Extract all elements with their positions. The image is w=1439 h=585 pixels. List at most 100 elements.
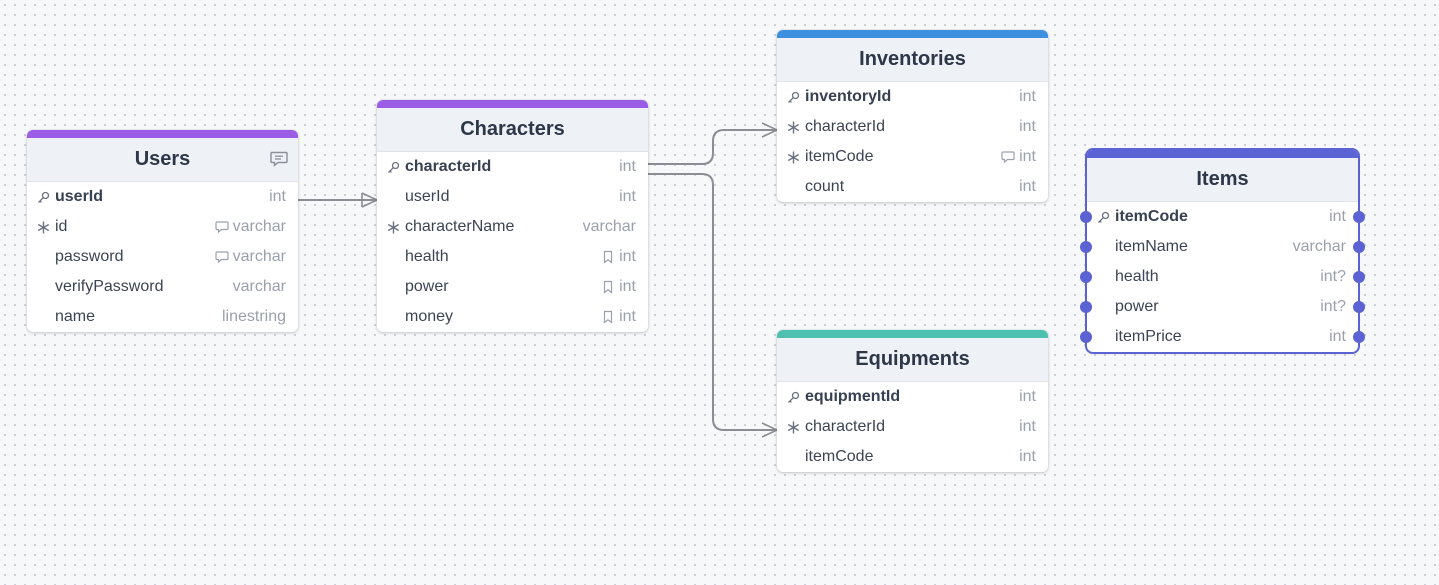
field-type: int — [619, 188, 636, 205]
snowflake-icon — [787, 142, 805, 172]
field-type: int? — [1320, 298, 1346, 315]
field-type: int — [1019, 88, 1036, 105]
table-users[interactable]: Users userId int id varchar password — [27, 130, 298, 332]
field-name: equipmentId — [805, 388, 901, 405]
field-name: itemName — [1115, 238, 1188, 255]
table-title: Inventories — [859, 48, 966, 70]
connection-handle[interactable] — [1080, 271, 1092, 283]
connection-handle[interactable] — [1080, 331, 1092, 343]
connection-handle[interactable] — [1353, 271, 1365, 283]
field-type: linestring — [221, 308, 286, 325]
field-row[interactable]: itemCode int — [777, 142, 1048, 172]
field-row[interactable]: characterName varchar — [377, 212, 648, 242]
field-name: itemCode — [805, 148, 874, 165]
field-name: characterId — [805, 418, 886, 435]
table-title: Characters — [460, 118, 565, 140]
field-type: int? — [1320, 268, 1346, 285]
field-row[interactable]: count int — [777, 172, 1048, 202]
field-type: int — [1019, 418, 1036, 435]
table-items[interactable]: Items itemCode int itemName varchar heal… — [1080, 150, 1365, 352]
field-name: itemPrice — [1115, 328, 1182, 345]
field-type: int — [1329, 208, 1346, 225]
key-icon — [787, 82, 805, 112]
field-row[interactable]: power int? — [1080, 292, 1365, 322]
field-row[interactable]: id varchar — [27, 212, 298, 242]
table-equipments[interactable]: Equipments equipmentId int characterId i… — [777, 330, 1048, 472]
field-type: int — [619, 158, 636, 175]
field-row[interactable]: inventoryId int — [777, 82, 1048, 112]
connection-handle[interactable] — [1080, 241, 1092, 253]
snowflake-icon — [387, 212, 405, 242]
field-name: power — [1115, 298, 1159, 315]
key-icon — [387, 152, 405, 182]
connection-handle[interactable] — [1353, 331, 1365, 343]
field-row[interactable]: characterId int — [377, 152, 648, 182]
comment-icon[interactable] — [270, 151, 288, 167]
field-row[interactable]: password varchar — [27, 242, 298, 272]
connection-handle[interactable] — [1353, 211, 1365, 223]
field-type: int — [1019, 388, 1036, 405]
field-row[interactable]: money int — [377, 302, 648, 332]
field-name: userId — [405, 188, 450, 205]
field-row[interactable]: userId int — [377, 182, 648, 212]
table-header[interactable]: Inventories — [777, 38, 1048, 82]
field-row[interactable]: itemCode int — [1080, 202, 1365, 232]
field-name: password — [55, 248, 124, 265]
field-type: varchar — [1292, 238, 1346, 255]
table-inventories[interactable]: Inventories inventoryId int characterId … — [777, 30, 1048, 202]
connection-handle[interactable] — [1080, 301, 1092, 313]
table-accent — [1087, 150, 1358, 158]
table-header[interactable]: Items — [1087, 158, 1358, 202]
table-header[interactable]: Equipments — [777, 338, 1048, 382]
field-type: varchar — [232, 248, 286, 265]
comment-icon — [215, 251, 229, 264]
key-icon — [1097, 202, 1115, 232]
connection-handle[interactable] — [1353, 301, 1365, 313]
field-name: characterId — [805, 118, 886, 135]
field-row[interactable]: verifyPassword varchar — [27, 272, 298, 302]
field-name: health — [405, 248, 449, 265]
field-row[interactable]: health int — [377, 242, 648, 272]
connection-handle[interactable] — [1080, 211, 1092, 223]
key-icon — [787, 382, 805, 412]
field-row[interactable]: health int? — [1080, 262, 1365, 292]
field-name: characterId — [405, 158, 492, 175]
field-row[interactable]: userId int — [27, 182, 298, 212]
field-name: name — [55, 308, 96, 325]
field-row[interactable]: name linestring — [27, 302, 298, 332]
field-name: id — [55, 218, 68, 235]
field-row[interactable]: itemCode int — [777, 442, 1048, 472]
bookmark-icon — [603, 310, 613, 324]
field-type: int — [269, 188, 286, 205]
connection-handle[interactable] — [1353, 241, 1365, 253]
field-row[interactable]: itemName varchar — [1080, 232, 1365, 262]
field-type: varchar — [232, 218, 286, 235]
field-row[interactable]: characterId int — [777, 112, 1048, 142]
field-name: power — [405, 278, 449, 295]
field-name: userId — [55, 188, 104, 205]
field-type: varchar — [582, 218, 636, 235]
field-row[interactable]: itemPrice int — [1080, 322, 1365, 352]
crowfoot-inventories-characterId — [761, 122, 778, 138]
key-icon — [37, 182, 55, 212]
snowflake-icon — [787, 112, 805, 142]
field-name: verifyPassword — [55, 278, 164, 295]
field-name: itemCode — [805, 448, 874, 465]
table-accent — [27, 130, 298, 138]
table-accent — [377, 100, 648, 108]
table-characters[interactable]: Characters characterId int userId int ch… — [377, 100, 648, 332]
field-type: int — [619, 278, 636, 295]
field-row[interactable]: equipmentId int — [777, 382, 1048, 412]
table-accent — [777, 30, 1048, 38]
field-row[interactable]: characterId int — [777, 412, 1048, 442]
table-header[interactable]: Characters — [377, 108, 648, 152]
table-header[interactable]: Users — [27, 138, 298, 182]
field-row[interactable]: power int — [377, 272, 648, 302]
bookmark-icon — [603, 250, 613, 264]
comment-icon — [1001, 151, 1015, 164]
field-name: characterName — [405, 218, 515, 235]
field-type: int — [1019, 148, 1036, 165]
field-type: varchar — [232, 278, 286, 295]
